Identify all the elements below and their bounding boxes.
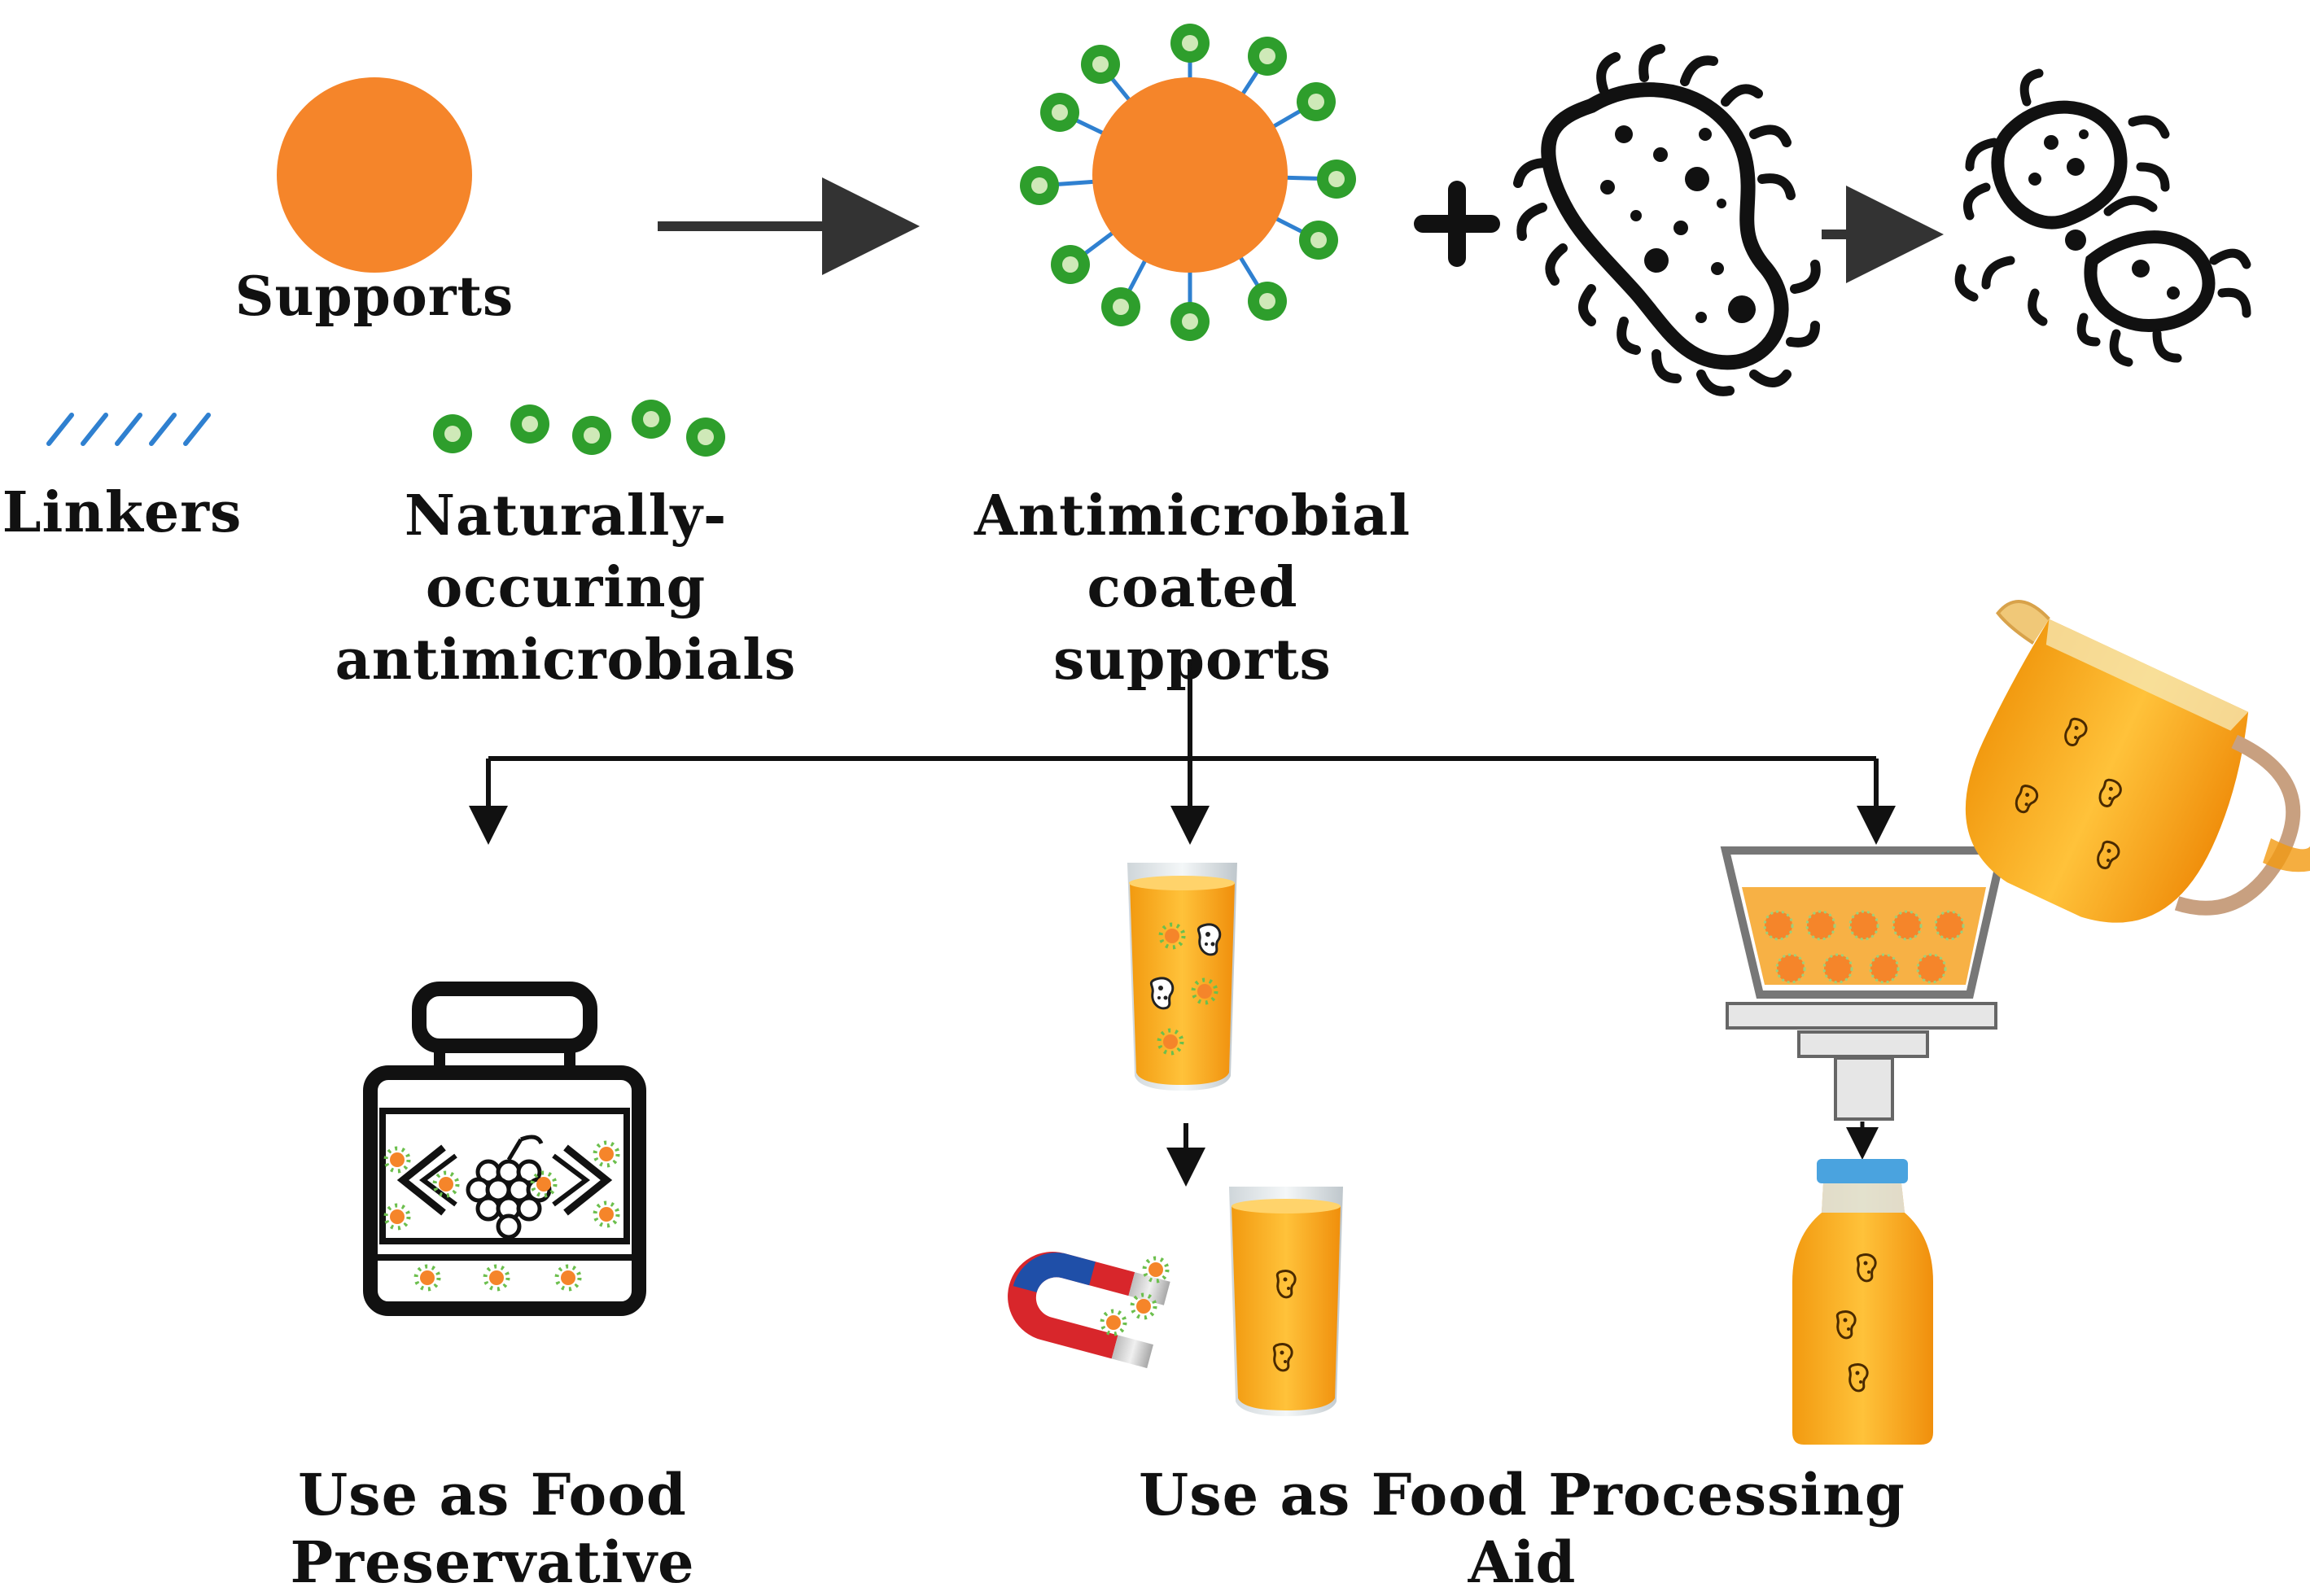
antimicrobial-dots-icon (433, 400, 725, 457)
label-antimicrobial-coated-supports: Antimicrobial coated supports (973, 483, 1411, 693)
juice-bottle-icon (1792, 1159, 1933, 1445)
label-naturally-occuring: Naturally-occuring antimicrobials (335, 483, 797, 693)
plus-icon (1414, 181, 1500, 267)
branch-connector (469, 659, 1896, 1187)
coated-support-icon (1020, 24, 1356, 341)
juice-glass-icon (1127, 863, 1237, 1091)
label-use-as-food-preservative: Use as Food Preservative (290, 1461, 695, 1596)
clean-juice-glass-icon (1229, 1187, 1343, 1416)
preservative-jar-icon (363, 982, 646, 1316)
label-linkers: Linkers (2, 480, 243, 545)
filter-column-icon (1720, 846, 2008, 1160)
magnet-icon (1008, 1252, 1170, 1369)
pouring-stream (2263, 838, 2310, 872)
pitcher-icon (1965, 600, 2301, 923)
broken-bacterium-icon (1954, 68, 2251, 367)
label-use-as-food-processing-aid: Use as Food Processing Aid (1139, 1461, 1905, 1596)
bacterium-icon (1513, 44, 1821, 396)
support-sphere-icon (277, 77, 472, 273)
linker-lines-icon (46, 413, 211, 446)
label-supports: Supports (234, 265, 514, 328)
process-diagram (46, 24, 2310, 1445)
